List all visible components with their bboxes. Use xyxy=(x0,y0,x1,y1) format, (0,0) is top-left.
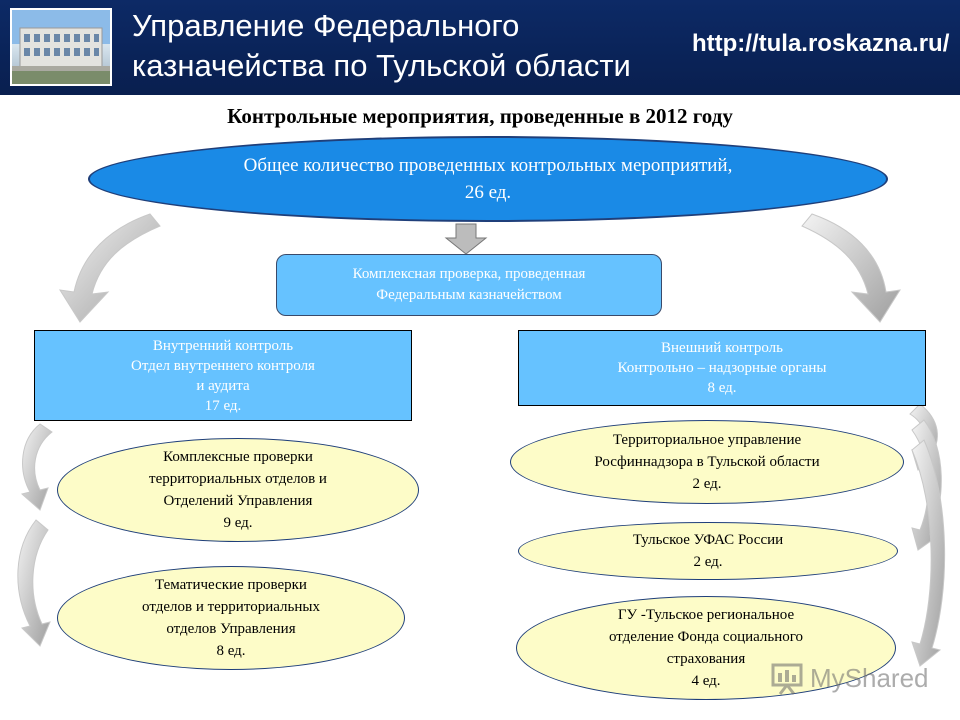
external-control-box: Внешний контроль Контрольно – надзорные … xyxy=(518,330,926,406)
internal-item-complex-checks: Комплексные проверки территориальных отд… xyxy=(57,438,419,542)
external-control-line2: Контрольно – надзорные органы xyxy=(618,358,827,378)
internal-control-line1: Внутренний контроль xyxy=(153,336,293,356)
internal-control-box: Внутренний контроль Отдел внутреннего ко… xyxy=(34,330,412,421)
total-count-ellipse: Общее количество проведенных контрольных… xyxy=(88,136,888,222)
external-item-3-line1: ГУ -Тульское региональное xyxy=(618,604,794,626)
external-item-1-line3: 2 ед. xyxy=(692,473,721,495)
external-item-1-line2: Росфиннадзора в Тульской области xyxy=(594,451,819,473)
external-item-3-line3: страхования xyxy=(667,648,745,670)
internal-control-line2: Отдел внутреннего контроля xyxy=(131,356,315,376)
external-item-3-line2: отделение Фонда социального xyxy=(609,626,803,648)
external-item-ufas: Тульское УФАС России 2 ед. xyxy=(518,522,898,580)
curved-arrow-right-icon xyxy=(802,214,900,322)
external-item-3-line4: 4 ед. xyxy=(691,670,720,692)
internal-item-2-line2: отделов и территориальных xyxy=(142,596,320,618)
presentation-board-icon xyxy=(770,661,804,695)
down-arrow-icon xyxy=(446,224,486,254)
external-item-2-line1: Тульское УФАС России xyxy=(633,529,783,551)
internal-item-2-line3: отделов Управления xyxy=(166,618,295,640)
internal-item-1-line1: Комплексные проверки xyxy=(163,446,313,468)
federal-check-line1: Комплексная проверка, проведенная xyxy=(353,264,586,285)
external-item-rosfinnadzor: Территориальное управление Росфиннадзора… xyxy=(510,420,904,504)
watermark: MyShared xyxy=(770,658,940,698)
curved-arrow-left-icon xyxy=(60,214,160,322)
internal-item-2-line4: 8 ед. xyxy=(216,640,245,662)
external-control-line3: 8 ед. xyxy=(707,378,736,398)
external-item-2-line2: 2 ед. xyxy=(693,551,722,573)
side-arrow-left-1-icon xyxy=(22,424,52,510)
internal-item-2-line1: Тематические проверки xyxy=(155,574,307,596)
internal-item-thematic-checks: Тематические проверки отделов и территор… xyxy=(57,566,405,670)
internal-item-1-line3: Отделений Управления xyxy=(164,490,313,512)
side-arrow-left-2-icon xyxy=(18,520,50,646)
total-count-line1: Общее количество проведенных контрольных… xyxy=(244,152,733,179)
watermark-text: MyShared xyxy=(810,663,929,694)
federal-check-line2: Федеральным казначейством xyxy=(376,285,561,306)
federal-treasury-check-box: Комплексная проверка, проведенная Федера… xyxy=(276,254,662,316)
internal-control-line3: и аудита xyxy=(196,376,249,396)
internal-item-1-line2: территориальных отделов и xyxy=(149,468,327,490)
internal-item-1-line4: 9 ед. xyxy=(223,512,252,534)
total-count-line2: 26 ед. xyxy=(465,179,511,206)
internal-control-line4: 17 ед. xyxy=(205,396,242,416)
external-control-line1: Внешний контроль xyxy=(661,338,783,358)
external-item-1-line1: Территориальное управление xyxy=(613,429,801,451)
